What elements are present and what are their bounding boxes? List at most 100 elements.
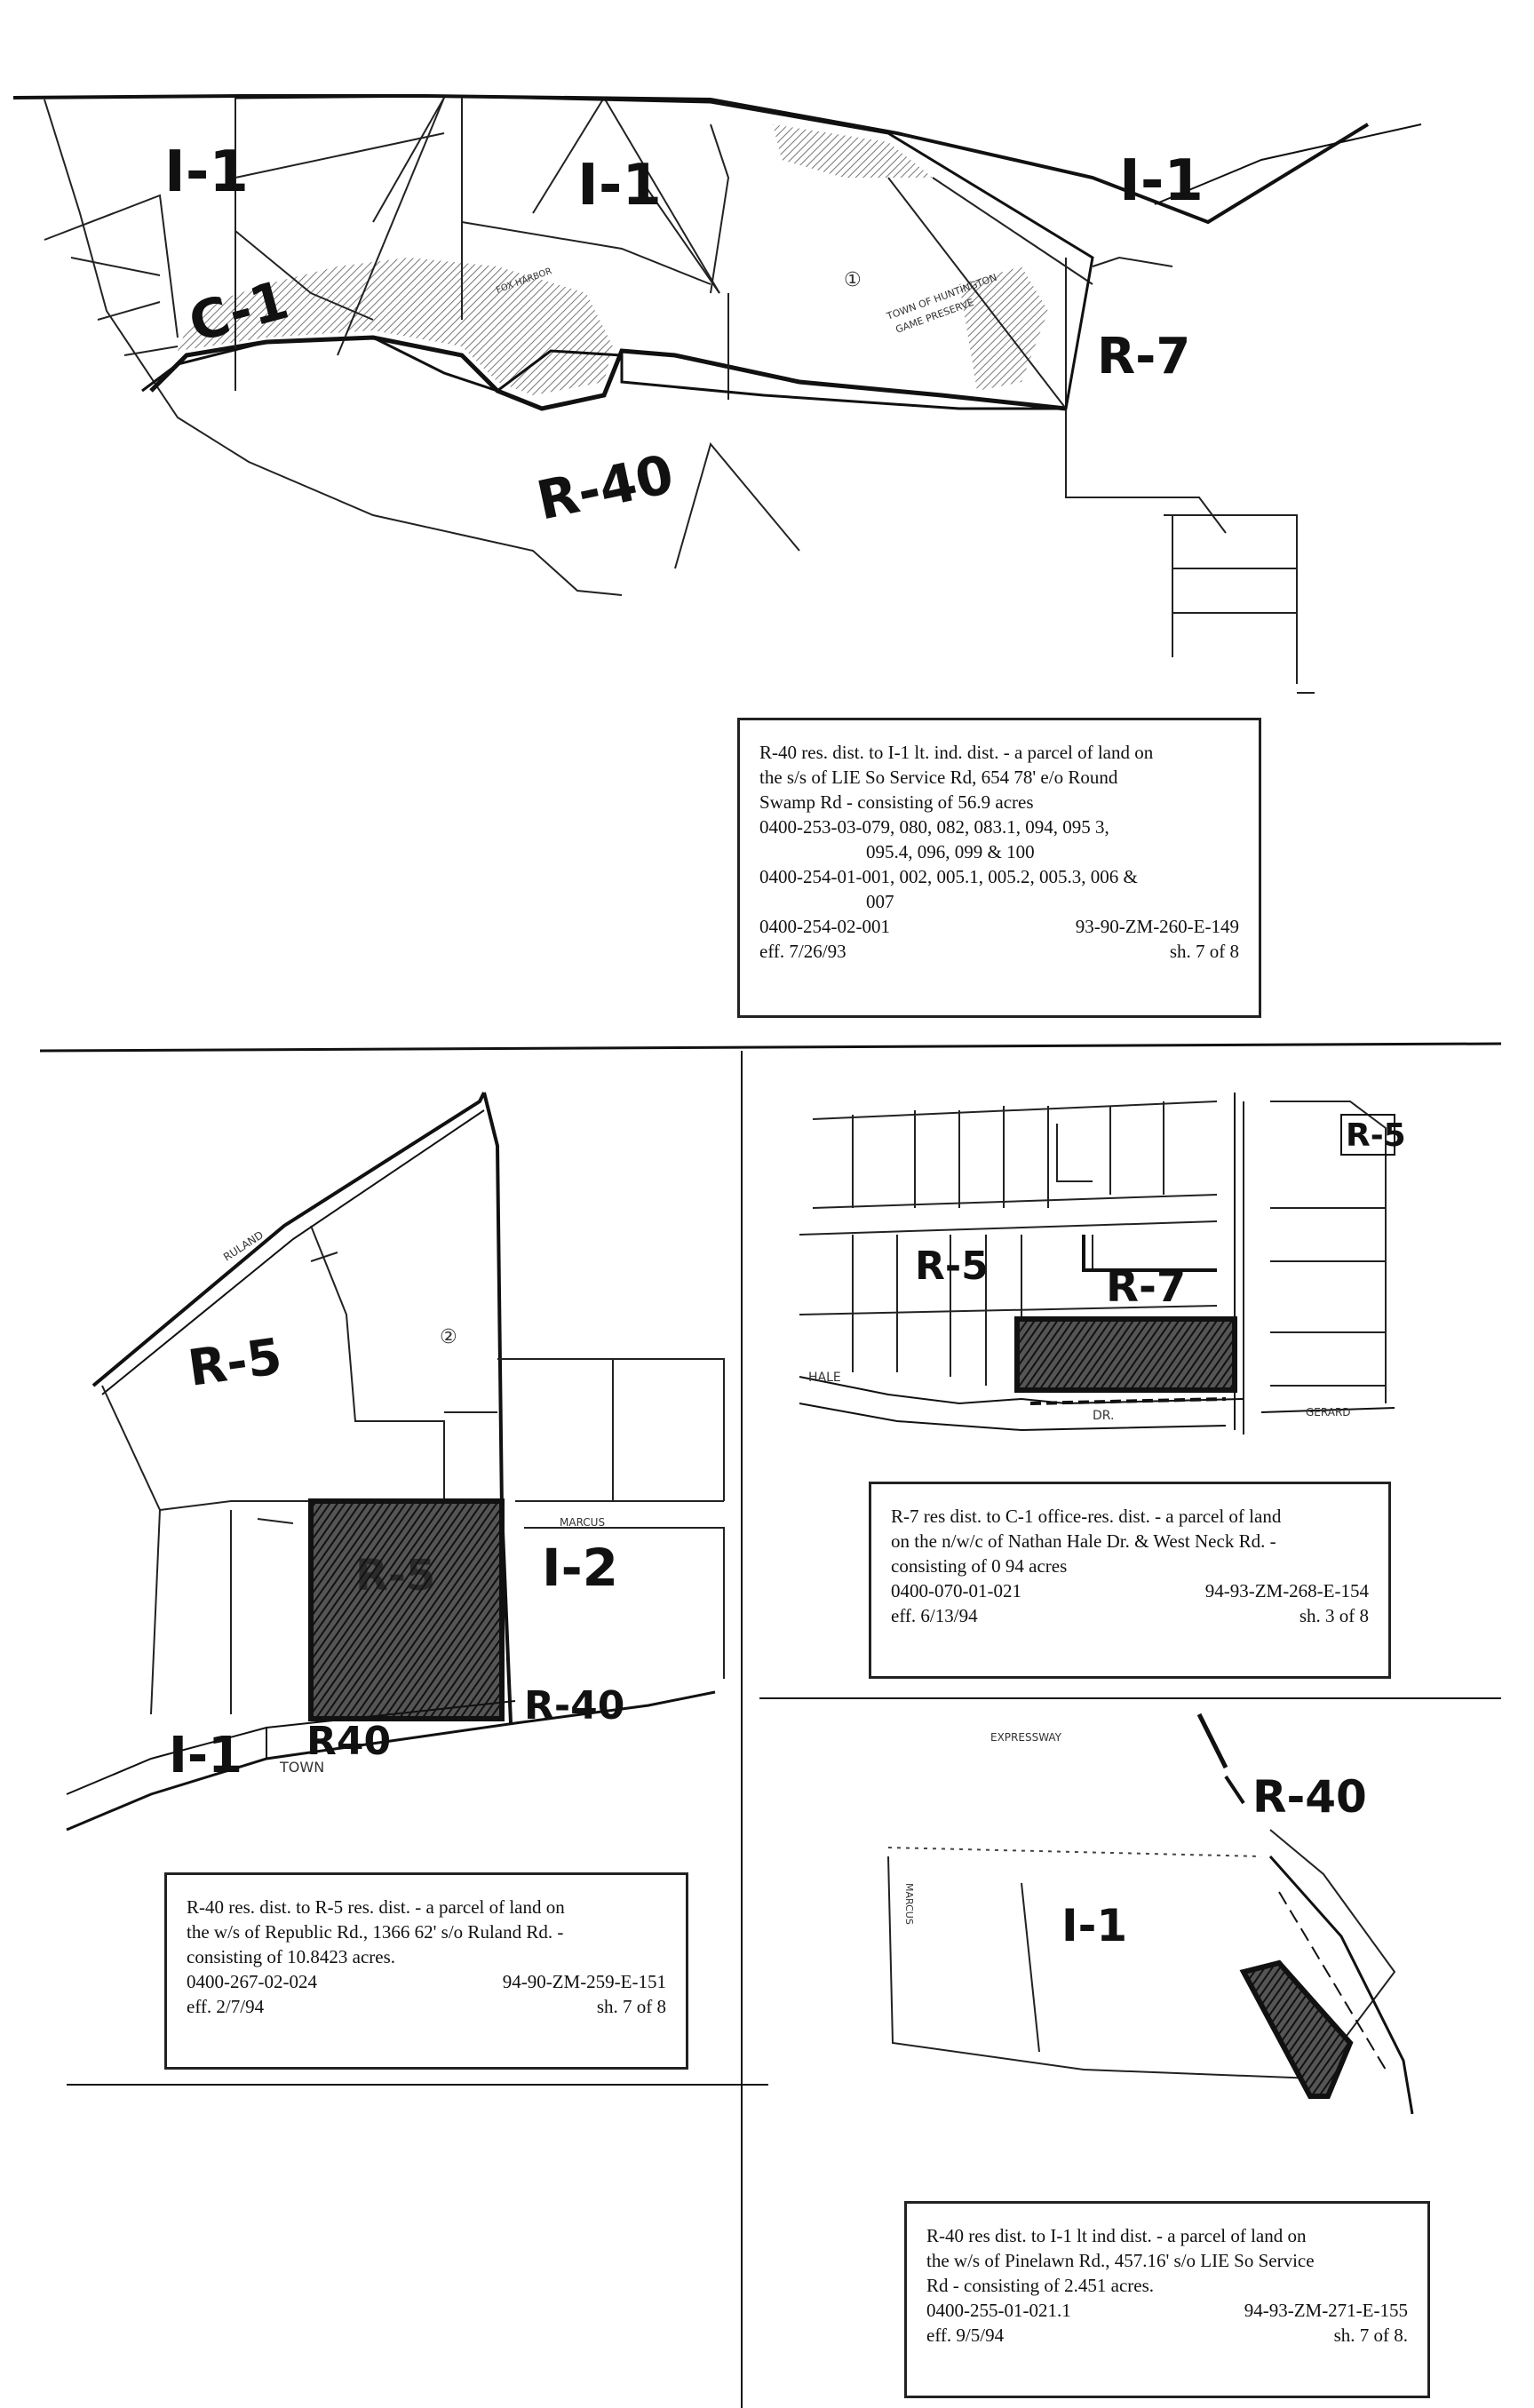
parcel-lines bbox=[101, 1225, 725, 1715]
parcel-number: 0400-255-01-021.1 bbox=[926, 2300, 1071, 2321]
caption-row: 0400-070-01-021 94-93-ZM-268-E-154 bbox=[891, 1578, 1369, 1603]
ruland-road-edge bbox=[101, 1109, 485, 1395]
rezoned-area-shade bbox=[178, 258, 613, 395]
caption-row: 0400-255-01-021.1 94-93-ZM-271-E-155 bbox=[926, 2298, 1408, 2323]
pointer-mark bbox=[1196, 1713, 1228, 1769]
pinelawn-rd-west bbox=[1278, 1891, 1387, 2070]
map-2: R-5 R-5 I-2 I-1 R40 R-40 RULAND MARCUS T… bbox=[66, 1092, 725, 1832]
zone-label: R-40 bbox=[1252, 1771, 1367, 1823]
zone-label: R-5 bbox=[915, 1244, 989, 1289]
caption-line: R-40 res dist. to I-1 lt ind dist. - a p… bbox=[926, 2225, 1307, 2246]
zone-label: I-1 bbox=[169, 1727, 242, 1784]
sheet-number: sh. 7 of 8 bbox=[1169, 941, 1239, 962]
caption-row: eff. 7/26/93 sh. 7 of 8 bbox=[759, 939, 1239, 964]
zone-label: R-40 bbox=[524, 1683, 624, 1729]
caption-line: 095.4, 096, 099 & 100 bbox=[866, 841, 1035, 862]
zone-label: R-5 bbox=[185, 1328, 285, 1398]
expressway-line bbox=[887, 1847, 1262, 1857]
map-4: R-40 I-1 EXPRESSWAY MARCUS bbox=[887, 1713, 1414, 2115]
zone-label: I-1 bbox=[1061, 1900, 1127, 1951]
effective-date: eff. 2/7/94 bbox=[187, 1996, 265, 2017]
parcel-number: 0400-070-01-021 bbox=[891, 1580, 1021, 1601]
caption-line: Rd - consisting of 2.451 acres. bbox=[926, 2275, 1155, 2296]
zone-label: I-2 bbox=[542, 1538, 618, 1598]
effective-date: eff. 6/13/94 bbox=[891, 1605, 978, 1626]
parcel-number: 0400-267-02-024 bbox=[187, 1971, 317, 1992]
sheet-number: sh. 3 of 8 bbox=[1299, 1605, 1369, 1626]
street-label: MARCUS bbox=[560, 1516, 605, 1529]
caption-line: the w/s of Pinelawn Rd., 457.16' s/o LIE… bbox=[926, 2250, 1315, 2271]
caption-line: Swamp Rd - consisting of 56.9 acres bbox=[759, 791, 1034, 813]
pinelawn-rd bbox=[1268, 1856, 1414, 2115]
sheet-number: sh. 7 of 8 bbox=[596, 1996, 666, 2017]
hatched-road-edge bbox=[1029, 1397, 1227, 1405]
caption-line: R-40 res. dist. to I-1 lt. ind. dist. - … bbox=[759, 742, 1154, 763]
effective-date: eff. 7/26/93 bbox=[759, 941, 846, 962]
sheet-number: sh. 7 of 8. bbox=[1333, 2325, 1408, 2346]
zone-label: R-40 bbox=[532, 443, 680, 533]
caption-line: on the n/w/c of Nathan Hale Dr. & West N… bbox=[891, 1530, 1276, 1552]
street-label: GERARD bbox=[1306, 1406, 1351, 1419]
map-3: R-5 R-7 R-5 HALE DR. GERARD bbox=[799, 1093, 1406, 1434]
case-number: 94-90-ZM-259-E-151 bbox=[502, 1971, 666, 1992]
street-label: HALE bbox=[808, 1371, 841, 1385]
rezoned-boundary-north bbox=[1082, 1235, 1217, 1272]
parcel-outline bbox=[44, 99, 623, 596]
caption-line: R-7 res dist. to C-1 office-res. dist. -… bbox=[891, 1506, 1282, 1527]
parcel-lines bbox=[44, 97, 1315, 694]
map-1: I-1 I-1 I-1 C-1 R-7 R-40 TOWN OF HUNTING… bbox=[12, 94, 1422, 694]
caption-line: R-40 res. dist. to R-5 res. dist. - a pa… bbox=[187, 1896, 565, 1918]
caption-map-1: R-40 res. dist. to I-1 lt. ind. dist. - … bbox=[737, 718, 1261, 1018]
caption-line: consisting of 10.8423 acres. bbox=[187, 1946, 396, 1967]
zone-label: I-1 bbox=[1119, 148, 1204, 214]
zone-label-box bbox=[1340, 1114, 1395, 1156]
caption-line: consisting of 0 94 acres bbox=[891, 1555, 1068, 1577]
zone-label: I-1 bbox=[164, 139, 249, 205]
caption-line: 0400-254-01-001, 002, 005.1, 005.2, 005.… bbox=[759, 866, 1138, 887]
caption-line: the w/s of Republic Rd., 1366 62' s/o Ru… bbox=[187, 1921, 564, 1943]
parcel-line bbox=[1021, 1882, 1040, 2053]
caption-row: eff. 9/5/94 sh. 7 of 8. bbox=[926, 2323, 1408, 2348]
parcel-number: 0400-254-02-001 bbox=[759, 916, 890, 937]
zone-label: R-5 bbox=[1346, 1117, 1406, 1154]
pointer-mark bbox=[1224, 1775, 1245, 1805]
caption-line: 007 bbox=[866, 891, 894, 912]
caption-map-4: R-40 res dist. to I-1 lt ind dist. - a p… bbox=[904, 2201, 1430, 2398]
road-edge bbox=[1154, 123, 1422, 205]
republic-road bbox=[482, 1092, 513, 1724]
rezoned-boundary bbox=[141, 94, 1094, 410]
caption-row: 0400-267-02-024 94-90-ZM-259-E-151 bbox=[187, 1969, 666, 1994]
rezoned-parcel bbox=[308, 1498, 505, 1721]
caption-row: eff. 6/13/94 sh. 3 of 8 bbox=[891, 1603, 1369, 1628]
street-label: MARCUS bbox=[903, 1883, 915, 1925]
rezoned-parcel bbox=[1239, 1959, 1354, 2099]
caption-line: the s/s of LIE So Service Rd, 654 78' e/… bbox=[759, 767, 1118, 788]
caption-map-3: R-7 res dist. to C-1 office-res. dist. -… bbox=[869, 1482, 1391, 1679]
zone-label: R-7 bbox=[1097, 328, 1190, 385]
shade-north bbox=[773, 124, 933, 178]
separator bbox=[39, 1042, 1502, 1053]
caption-map-2: R-40 res. dist. to R-5 res. dist. - a pa… bbox=[164, 1872, 688, 2070]
caption-line: 0400-253-03-079, 080, 082, 083.1, 094, 0… bbox=[759, 816, 1109, 838]
town-road-edge bbox=[66, 1700, 516, 1795]
street-label: DR. bbox=[1093, 1409, 1114, 1423]
map-label: ① bbox=[844, 269, 862, 291]
lie-service-road bbox=[12, 94, 1370, 225]
zone-label: R40 bbox=[306, 1719, 391, 1764]
caption-row: eff. 2/7/94 sh. 7 of 8 bbox=[187, 1994, 666, 2019]
town-road bbox=[66, 1690, 716, 1832]
zone-label: I-1 bbox=[577, 153, 662, 219]
nathan-hale-dr-south bbox=[799, 1403, 1227, 1432]
gerard-st bbox=[1260, 1407, 1395, 1413]
case-number: 94-93-ZM-268-E-154 bbox=[1204, 1580, 1369, 1601]
street-label: TOWN bbox=[279, 1759, 324, 1776]
ruland-road bbox=[91, 1092, 486, 1387]
zone-label: R-5 bbox=[355, 1551, 435, 1601]
zone-label: R-7 bbox=[1106, 1262, 1186, 1312]
case-number: 94-93-ZM-271-E-155 bbox=[1244, 2300, 1408, 2321]
parcel-marker: ② bbox=[440, 1326, 457, 1348]
effective-date: eff. 9/5/94 bbox=[926, 2325, 1005, 2346]
street-label: EXPRESSWAY bbox=[990, 1731, 1062, 1744]
case-number: 93-90-ZM-260-E-149 bbox=[1075, 916, 1239, 937]
